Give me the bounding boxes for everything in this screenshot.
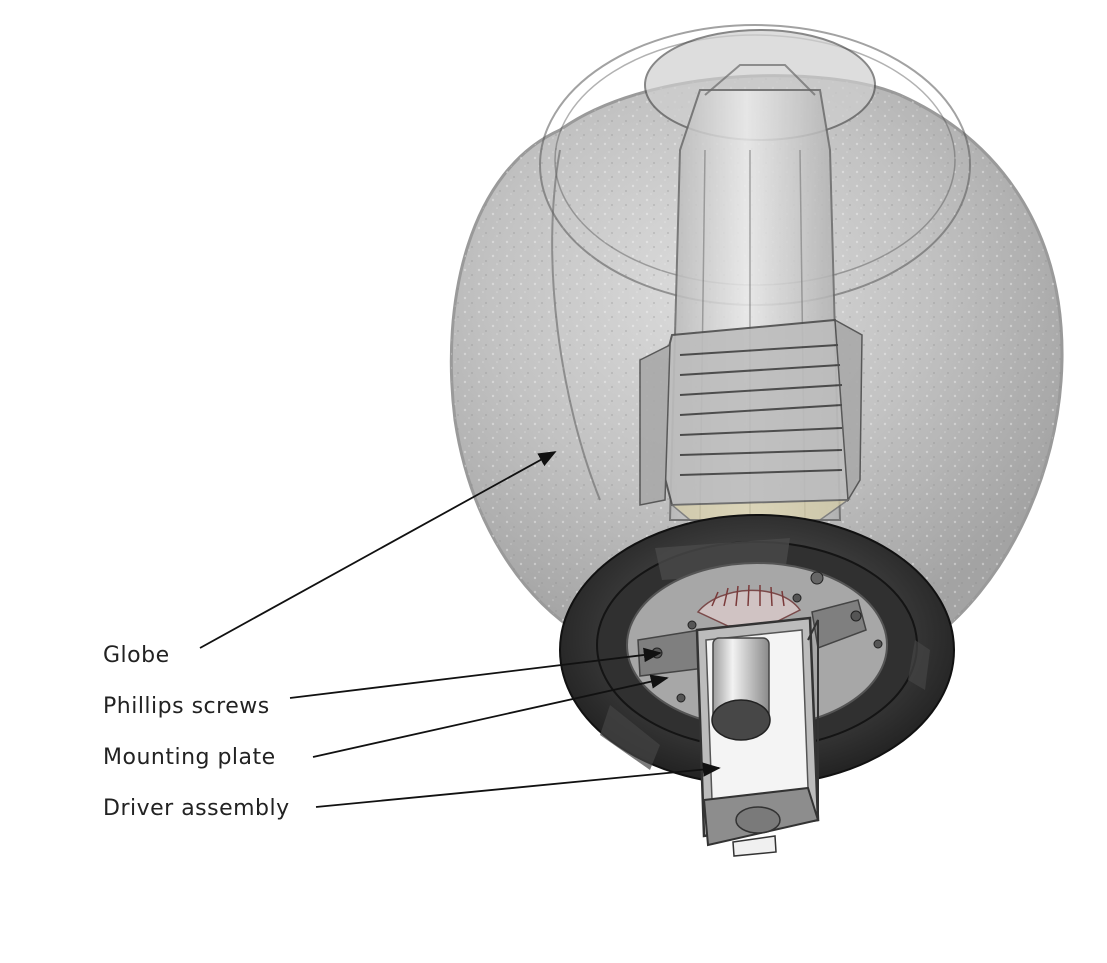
driver-clip — [732, 835, 777, 857]
driver-knockout — [735, 806, 781, 834]
leader-globe — [199, 451, 557, 649]
screw-7 — [810, 571, 824, 585]
leader-lines — [199, 451, 721, 808]
callout-label-mounting-plate: Mounting plate — [103, 745, 276, 770]
globe-cord — [551, 149, 601, 501]
driver-capacitor-end — [711, 699, 771, 741]
driver-assembly — [695, 616, 820, 857]
callout-label-phillips-screws: Phillips screws — [103, 694, 270, 719]
callout-label-globe: Globe — [103, 643, 170, 668]
lamp-column-top — [704, 64, 816, 96]
screw-3 — [687, 620, 697, 630]
leader-mounting-plate — [312, 674, 669, 758]
screw-5 — [676, 693, 686, 703]
callout-label-driver-assembly: Driver assembly — [103, 796, 290, 821]
heatsink-crown — [696, 584, 802, 627]
led-fin-array — [639, 318, 863, 521]
screw-6 — [873, 639, 883, 649]
leader-driver-assembly — [315, 762, 721, 808]
screw-2 — [850, 610, 862, 622]
leader-phillips-screws — [289, 647, 662, 699]
screw-4 — [792, 593, 802, 603]
